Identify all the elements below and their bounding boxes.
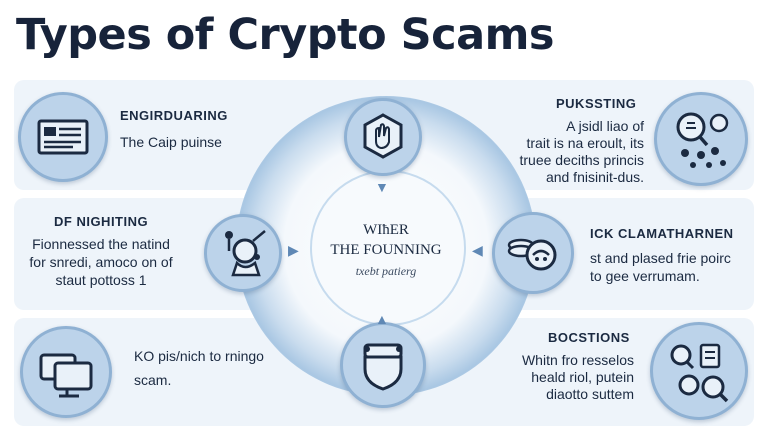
panel-mid-right-label: ICK CLAMATHARNEN — [590, 226, 734, 241]
magnifier-network-icon — [654, 92, 748, 186]
gold-coins-mask-icon — [492, 212, 574, 294]
panel-bot-left-body-1: KO pis/nich to rningo — [134, 348, 264, 364]
search-fraud-icon — [650, 322, 748, 420]
arrow-down-top: ▼ — [375, 179, 389, 195]
computer-monitors-icon — [20, 326, 112, 418]
panel-top-left-label: ENGIRDUARING — [120, 108, 228, 123]
panel-bot-right-body-2: heald riol, putein — [531, 369, 634, 385]
panel-mid-left-body-1: Fionnessed the natind — [32, 236, 170, 252]
panel-mid-right-body-2: to gee verrumam. — [590, 268, 700, 284]
arrow-right-left: ▶ — [288, 242, 299, 258]
panel-top-right-label: PUKSSTING — [556, 96, 637, 111]
page-title: Types of Crypto Scams — [16, 10, 555, 60]
shield-wallet-icon — [340, 322, 426, 408]
arrow-left-right: ◀ — [472, 242, 483, 258]
panel-mid-left-body-3: staut pottoss 1 — [55, 272, 147, 288]
panel-bot-right-body-1: Whitn fro resselos — [521, 352, 634, 368]
panel-bot-right-body-3: diaotto suttem — [546, 386, 634, 402]
center-label-line-3: txebt patierg — [355, 264, 417, 278]
panel-top-right-body-1: A jsidl liao of — [566, 118, 644, 134]
panel-bot-left-body-2: scam. — [134, 372, 172, 388]
panel-top-right-body-2: trait is na eroult, its — [526, 135, 645, 151]
panel-bot-right-label: BOCSTIONS — [548, 330, 630, 345]
hand-shield-hexagon-icon — [344, 98, 422, 176]
panel-mid-left-label: DF NIGHITING — [54, 214, 149, 229]
fishing-person-icon — [204, 214, 282, 292]
arrow-down-bottom: ▲ — [375, 311, 389, 327]
center-label-line-1: WIħER — [363, 222, 409, 238]
center-ring-inner — [310, 170, 466, 326]
panel-top-right-body-4: and fnisinit-dus. — [545, 169, 644, 185]
panel-mid-right-body-1: st and plased frie poirc — [590, 250, 731, 266]
center-label-line-2: THE FOUNNING — [330, 242, 442, 258]
panel-mid-left-body-2: for snredi, amoco on of — [29, 254, 173, 270]
document-screen-icon — [18, 92, 108, 182]
panel-top-right-body-3: truee deciths princis — [519, 152, 644, 168]
panel-top-left-body-1: The Caip puinse — [120, 134, 222, 150]
